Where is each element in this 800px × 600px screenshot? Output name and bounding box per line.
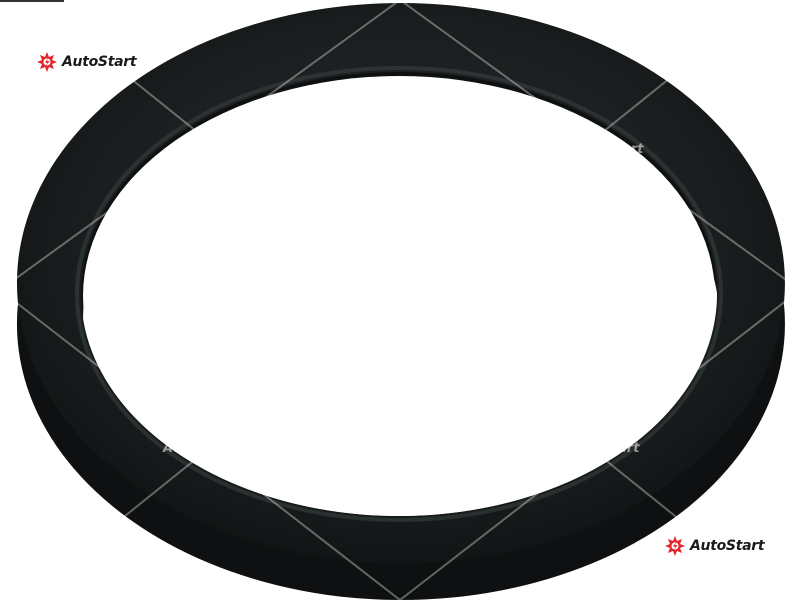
autostart-mark-icon (37, 52, 57, 72)
brand-logo-top: AutoStart (36, 51, 137, 73)
brand-name: AutoStart (690, 538, 765, 554)
watermark-text: AutoStart (568, 441, 640, 456)
autostart-mark-icon (665, 536, 685, 556)
inner-bevel (75, 66, 723, 522)
ring-center-hole (83, 76, 715, 516)
brand-logo-bottom: AutoStart (664, 535, 765, 557)
top-edge-line (0, 0, 64, 2)
watermark-text: AutoStart (163, 441, 235, 456)
watermark-text: AutoStart (572, 142, 644, 157)
brand-name: AutoStart (62, 54, 137, 70)
